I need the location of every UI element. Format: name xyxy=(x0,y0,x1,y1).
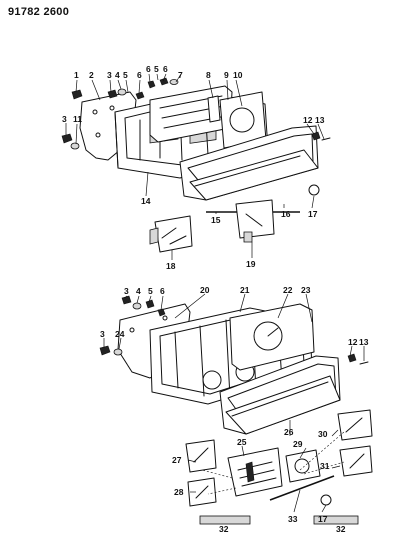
callout-5-lower: 5 xyxy=(148,286,153,296)
callout-14: 14 xyxy=(141,196,151,206)
callout-18: 18 xyxy=(166,261,176,271)
leader-lines-upper xyxy=(65,73,325,260)
callout-3: 3 xyxy=(107,70,112,80)
callout-24: 24 xyxy=(115,329,125,339)
callout-8: 8 xyxy=(206,70,211,80)
callout-3-left: 3 xyxy=(62,114,67,124)
callout-15: 15 xyxy=(211,215,221,225)
meter-29 xyxy=(285,449,321,483)
callout-9: 9 xyxy=(224,70,229,80)
callout-12-lower: 12 xyxy=(348,337,358,347)
trip-knob xyxy=(308,184,320,196)
callout-12: 12 xyxy=(303,115,313,125)
callout-22: 22 xyxy=(283,285,293,295)
gauge-18 xyxy=(154,215,193,253)
bracket xyxy=(207,95,221,123)
callout-28: 28 xyxy=(174,487,184,497)
callout-25: 25 xyxy=(237,437,247,447)
callout-5: 5 xyxy=(123,70,128,80)
callout-21: 21 xyxy=(240,285,250,295)
callout-7: 7 xyxy=(178,70,183,80)
callout-6-top: 6 xyxy=(146,64,151,74)
label-sheet-right xyxy=(313,515,359,525)
gauge-30 xyxy=(337,409,373,441)
callout-3-lower-left: 3 xyxy=(100,329,105,339)
speedometer-module xyxy=(227,447,283,497)
callout-32-right: 32 xyxy=(336,524,346,533)
callout-2: 2 xyxy=(89,70,94,80)
gauge-31 xyxy=(339,445,373,477)
gauge-27 xyxy=(185,439,217,473)
callout-32-left: 32 xyxy=(219,524,229,533)
bulb-sockets-upper xyxy=(61,77,331,150)
callout-26: 26 xyxy=(284,427,294,437)
callout-4: 4 xyxy=(115,70,120,80)
callout-27: 27 xyxy=(172,455,182,465)
callout-4-lower: 4 xyxy=(136,286,141,296)
callout-19: 19 xyxy=(246,259,256,269)
callout-31: 31 xyxy=(320,461,330,471)
callout-5-top: 5 xyxy=(154,64,159,74)
lower-trip-knob xyxy=(320,494,332,506)
callout-11: 11 xyxy=(73,114,82,124)
callout-3-lower: 3 xyxy=(124,286,129,296)
callout-6: 6 xyxy=(137,70,142,80)
callout-20: 20 xyxy=(200,285,210,295)
upper-cluster-assembly xyxy=(61,77,331,253)
callout-13: 13 xyxy=(315,115,325,125)
callout-17: 17 xyxy=(308,209,318,219)
callout-29: 29 xyxy=(293,439,303,449)
leader-lines-lower xyxy=(103,293,365,513)
callout-13-lower: 13 xyxy=(359,337,369,347)
callout-17-lower: 17 xyxy=(318,514,328,524)
label-sheet-left xyxy=(199,515,251,525)
callout-6-lower: 6 xyxy=(160,286,165,296)
callout-6-top-b: 6 xyxy=(163,64,168,74)
callout-30: 30 xyxy=(318,429,328,439)
diagram-code: 91782 2600 xyxy=(8,6,70,18)
callout-1: 1 xyxy=(74,70,79,80)
callout-23: 23 xyxy=(301,285,311,295)
callout-33: 33 xyxy=(288,514,298,524)
gauge-19 xyxy=(235,199,275,239)
callout-16: 16 xyxy=(281,209,291,219)
lower-cluster-assembly xyxy=(99,295,373,525)
callout-10: 10 xyxy=(233,70,243,80)
